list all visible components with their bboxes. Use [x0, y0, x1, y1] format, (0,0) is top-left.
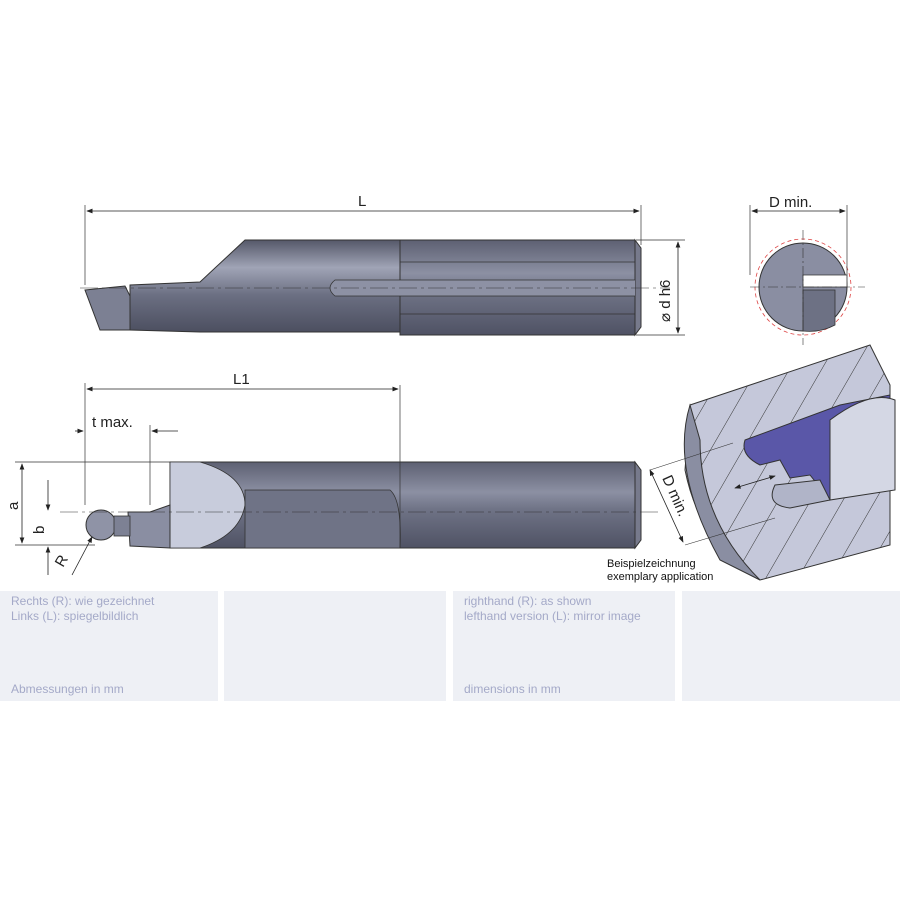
dim-D-min-label: D min.	[769, 194, 812, 211]
top-tool-view: L ⌀ d h6	[80, 193, 685, 337]
end-view: D min.	[749, 194, 865, 345]
bottom-tool-view: L1 t max. a b R	[5, 371, 660, 576]
panel-en-line2: lefthand version (L): mirror image	[464, 609, 641, 623]
panel-de-line2: Links (L): spiegelbildlich	[11, 609, 139, 623]
example-caption-de: Beispielzeichnung	[607, 558, 696, 570]
example-caption-en: exemplary application	[607, 571, 713, 583]
dim-d-h6-label: ⌀ d h6	[657, 280, 674, 322]
dim-R-label: R	[52, 552, 72, 570]
panel-en-footer: dimensions in mm	[464, 682, 561, 696]
dim-L-label: L	[358, 193, 366, 210]
panel-de-footer: Abmessungen in mm	[11, 682, 124, 696]
info-panel-empty-1	[224, 591, 446, 701]
info-panel-empty-2	[682, 591, 900, 701]
info-panel-de: Rechts (R): wie gezeichnet Links (L): sp…	[0, 591, 218, 701]
dim-a-label: a	[5, 501, 22, 510]
panel-en-line1: righthand (R): as shown	[464, 594, 592, 608]
dim-b-label: b	[31, 526, 48, 534]
panel-de-line1: Rechts (R): wie gezeichnet	[11, 594, 155, 608]
dim-L1-label: L1	[233, 371, 250, 388]
dim-t-max-label: t max.	[92, 414, 133, 431]
example-application: D min. Beispielzeichnung exemplary appli…	[607, 344, 896, 583]
info-panel-en: righthand (R): as shown lefthand version…	[453, 591, 675, 701]
example-D-min-label: D min.	[658, 473, 691, 520]
